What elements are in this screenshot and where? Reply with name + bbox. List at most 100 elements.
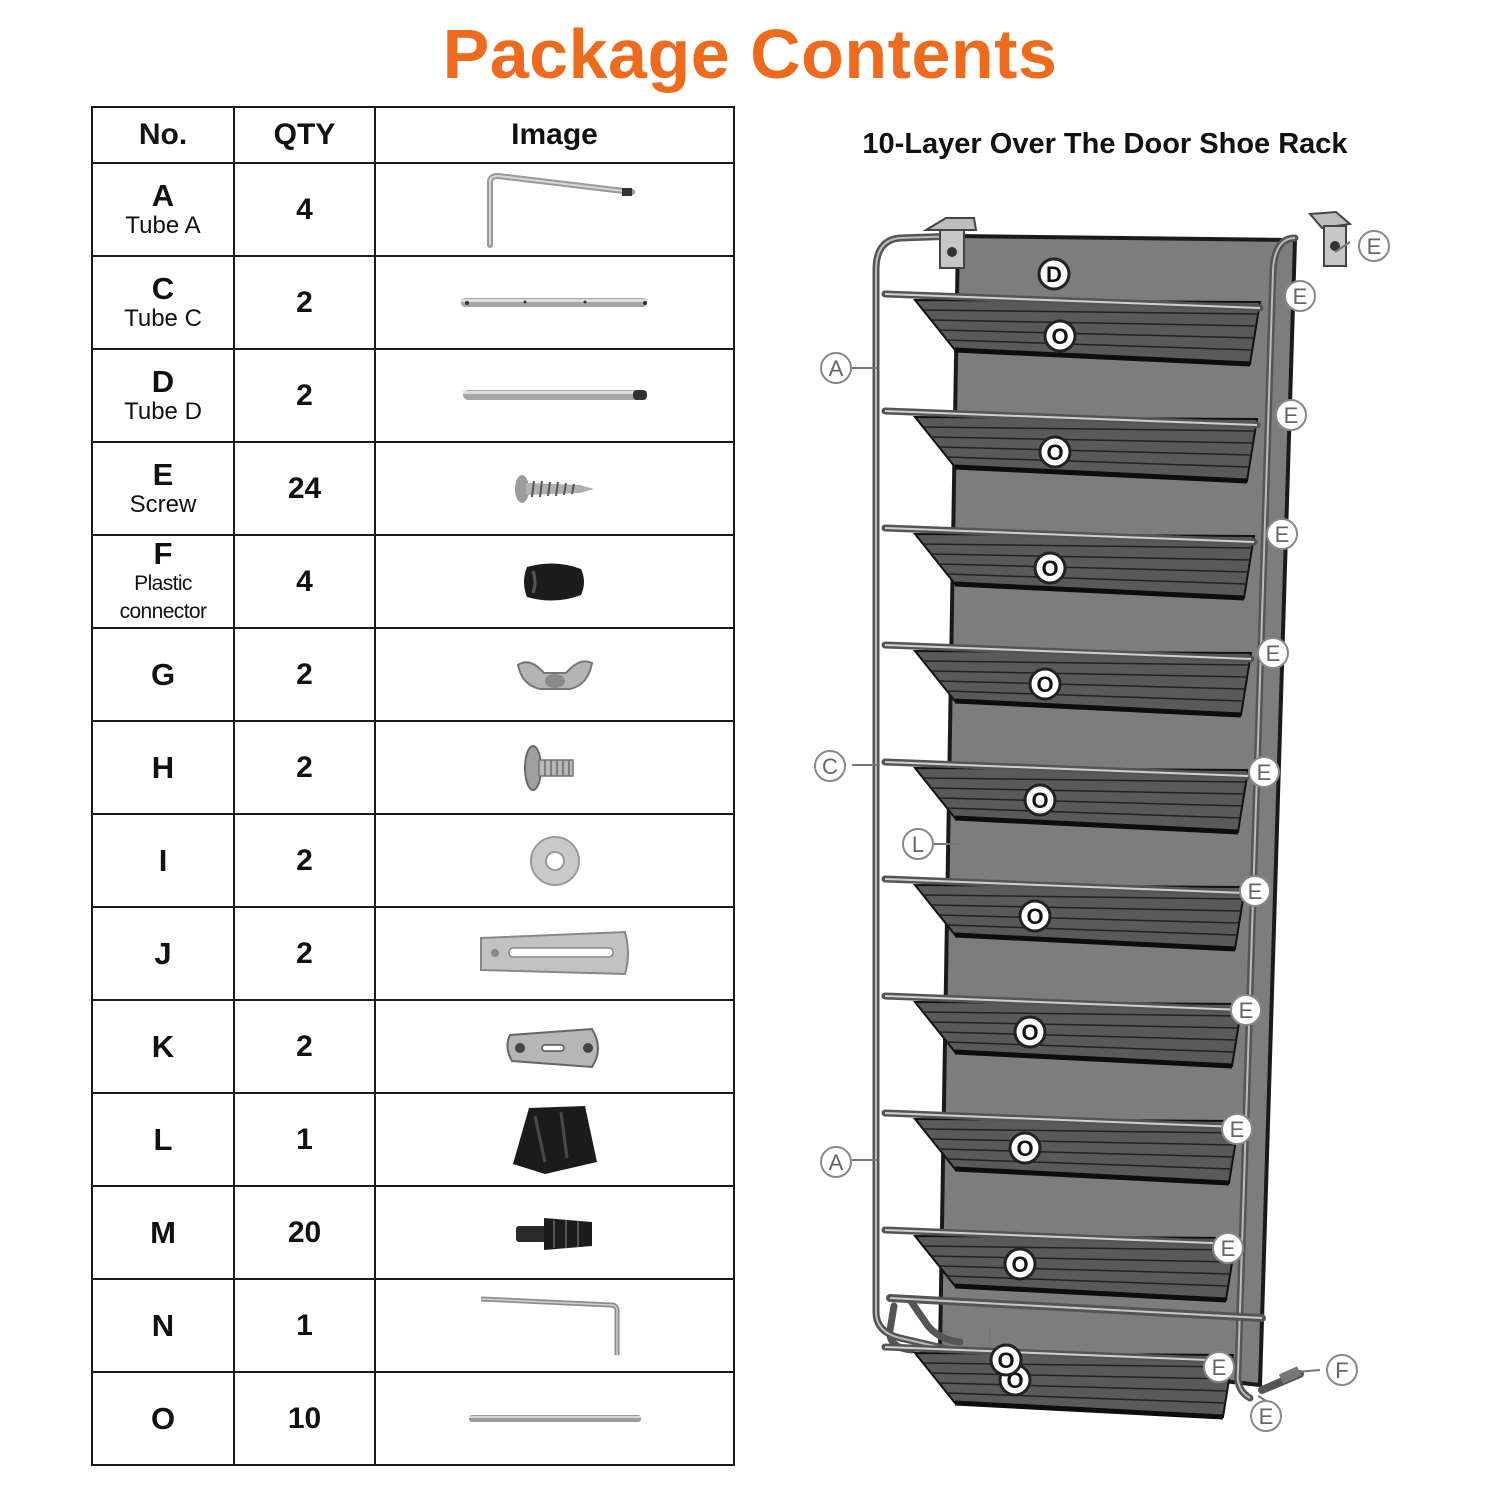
svg-text:E: E (1239, 998, 1254, 1023)
svg-text:O: O (1046, 440, 1063, 465)
part-id-cell: J (91, 906, 235, 1001)
bottom-bar (886, 1294, 1304, 1394)
header-qty: QTY (233, 106, 376, 164)
svg-text:A: A (829, 356, 844, 381)
label-rod: O (1028, 667, 1062, 701)
svg-text:E: E (1266, 641, 1281, 666)
svg-text:C: C (822, 754, 838, 779)
shelf-layers (881, 290, 1264, 1420)
part-id-cell: L (91, 1092, 235, 1187)
shelf-layer (881, 758, 1252, 835)
part-letter: E (152, 456, 174, 492)
part-letter: I (158, 842, 168, 878)
part-id-cell: G (91, 627, 235, 722)
part-name: Plastic connector (119, 571, 207, 623)
table-row: O 10 (91, 1371, 735, 1466)
part-letter: K (151, 1028, 175, 1064)
svg-text:O: O (1036, 672, 1053, 697)
svg-text:E: E (1248, 879, 1263, 904)
part-id-cell: M (91, 1185, 235, 1280)
part-letter: D (151, 363, 175, 399)
rack-title: 10-Layer Over The Door Shoe Rack (862, 128, 1348, 160)
bent-tube-icon (486, 172, 635, 248)
label-screw: E (1212, 1232, 1244, 1264)
label-tube-d: D (1037, 257, 1071, 291)
label-screw: E (1284, 280, 1316, 312)
part-name: Tube C (124, 304, 202, 332)
part-image (374, 999, 735, 1094)
table-row: L 1 (91, 1092, 735, 1187)
part-image (374, 441, 735, 536)
svg-text:L: L (912, 832, 924, 857)
label-rod: O (1018, 899, 1052, 933)
label-rod: O (1008, 1131, 1042, 1165)
label-screw: E (1221, 1113, 1253, 1145)
label-screw: E (1230, 994, 1262, 1026)
part-qty: 4 (233, 534, 376, 629)
shelf-layer (881, 992, 1246, 1069)
part-qty: 2 (233, 348, 376, 443)
part-id-cell: O (91, 1371, 235, 1466)
part-image (374, 1278, 735, 1373)
table-row: I 2 (91, 813, 735, 908)
part-letter: A (151, 177, 175, 213)
svg-text:E: E (1293, 284, 1308, 309)
part-qty: 1 (233, 1092, 376, 1187)
shelf-layer (881, 407, 1261, 484)
screw-icon (514, 474, 594, 503)
part-name: Tube D (124, 397, 202, 425)
part-qty: 4 (233, 162, 376, 257)
part-image (374, 348, 735, 443)
carriage-bolt-icon (523, 744, 574, 791)
svg-text:E: E (1367, 234, 1382, 259)
part-image (374, 534, 735, 629)
svg-text:O: O (1016, 1136, 1033, 1161)
table-row: H 2 (91, 720, 735, 815)
part-image (374, 720, 735, 815)
svg-text:E: E (1221, 1236, 1236, 1261)
part-qty: 2 (233, 999, 376, 1094)
part-qty: 10 (233, 1371, 376, 1466)
rod-icon (468, 1414, 641, 1422)
label-screw: E (1239, 875, 1271, 907)
label-rod: O (1003, 1247, 1037, 1281)
svg-text:E: E (1230, 1117, 1245, 1142)
shelf-layer (881, 524, 1258, 601)
header-no: No. (91, 106, 235, 164)
part-id-cell: I (91, 813, 235, 908)
part-image (374, 255, 735, 350)
part-qty: 2 (233, 813, 376, 908)
svg-text:F: F (1335, 1358, 1348, 1383)
table-header-row: No. QTY Image (91, 106, 735, 164)
svg-text:O: O (1041, 556, 1058, 581)
part-letter: L (153, 1121, 173, 1157)
label-connector: F (1326, 1354, 1358, 1386)
table-row: J 2 (91, 906, 735, 1001)
label-tube-a: A (820, 352, 852, 384)
part-letter: G (150, 656, 176, 692)
part-id-cell: H (91, 720, 235, 815)
part-name: Screw (129, 490, 197, 518)
svg-text:E: E (1259, 1404, 1274, 1429)
top-brackets (922, 210, 1353, 269)
svg-text:O: O (1031, 788, 1048, 813)
label-cover: L (902, 828, 934, 860)
washer-icon (529, 835, 580, 886)
part-letter: M (150, 1214, 176, 1250)
fabric-cover-icon (512, 1105, 597, 1174)
shelf-layer (881, 875, 1249, 952)
shelf-layer (881, 1109, 1243, 1186)
page-title: Package Contents (442, 15, 1058, 93)
table-row: G 2 (91, 627, 735, 722)
plug-connector-icon (515, 1217, 592, 1250)
wing-nut-icon (516, 659, 593, 690)
part-image (374, 906, 735, 1001)
table-row: K 2 (91, 999, 735, 1094)
part-image (374, 813, 735, 908)
